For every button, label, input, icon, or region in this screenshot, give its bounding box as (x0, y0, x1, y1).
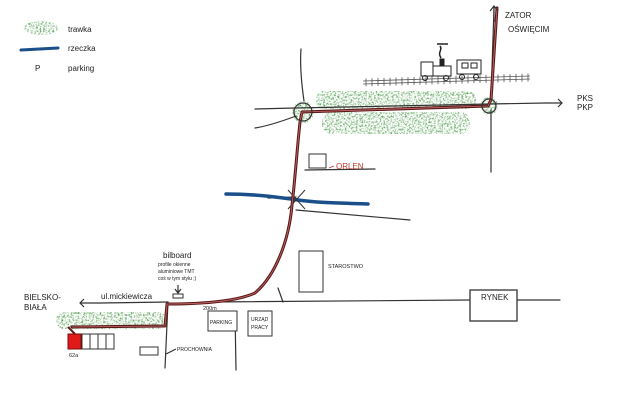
legend-grass-label: trawka (68, 25, 92, 34)
label-house-number: 62a (69, 353, 79, 359)
arrow-north-icon (489, 5, 499, 22)
wheel (473, 74, 479, 80)
road-mickiewicza (99, 301, 169, 304)
locomotive-boiler (432, 65, 452, 77)
roundabout-west (293, 102, 313, 122)
river (224, 192, 370, 206)
route-path (70, 6, 499, 329)
label-street: ul.mickiewicza (101, 292, 153, 301)
grass-strip-south (322, 112, 470, 134)
wagon-window (461, 62, 469, 69)
label-pks: PKS (577, 94, 593, 103)
starostwo-building (298, 250, 324, 293)
label-pracy: PRACY (251, 325, 269, 331)
locomotive-smoke (437, 43, 448, 59)
railway-line-2 (362, 78, 531, 85)
arrow-west-icon (79, 298, 100, 308)
arrow-billboard-icon (174, 285, 182, 294)
prochownia-box (139, 346, 159, 356)
road-parking-link (277, 287, 284, 303)
legend: trawka rzeczka P parking (19, 21, 96, 73)
grass-strip-north (316, 91, 476, 109)
house-b (89, 333, 99, 350)
arrow-east-icon (545, 98, 563, 108)
legend-river-label: rzeczka (68, 44, 96, 53)
road-main-east-west (254, 102, 546, 110)
legend-grass-swatch (24, 21, 58, 35)
label-orlen: ORLEN (336, 162, 364, 171)
road-to-rynek (209, 299, 471, 303)
label-urzad: URZĄD (251, 317, 269, 323)
legend-parking-label: parking (68, 64, 94, 73)
route-path-highlight (71, 7, 498, 328)
label-billboard-note-1: profile okienne (158, 262, 191, 268)
target-house-62a (67, 333, 82, 350)
wheel (459, 74, 465, 80)
locomotive-chimney (439, 58, 445, 67)
buildings (81, 153, 518, 356)
arrow-prochownia-icon (165, 348, 177, 355)
grass-strip-west (56, 312, 166, 329)
orlen-pointer (328, 165, 335, 169)
locomotive-cab (420, 61, 434, 77)
label-prochownia: PROCHOWNIA (177, 347, 213, 353)
wheel (422, 75, 428, 81)
labels: ZATOR OŚWIĘCIM PKS PKP ORLEN STAROSTWO R… (24, 11, 593, 359)
legend-river-swatch (19, 46, 60, 52)
label-biala: BIAŁA (24, 303, 47, 312)
road-west-branch (254, 115, 297, 129)
train (420, 43, 482, 81)
roundabout-east (481, 98, 497, 114)
wheel (443, 75, 449, 81)
legend-parking-symbol: P (35, 64, 40, 73)
label-billboard-note-2: aluminiowe TMT (158, 269, 195, 275)
house-c (97, 333, 107, 350)
parking-box (207, 310, 238, 332)
road-east-after-bridge (295, 209, 411, 221)
label-zator: ZATOR (505, 11, 532, 20)
rynek-box (469, 289, 518, 322)
label-distance: 200m (203, 306, 217, 312)
railway-line (362, 75, 531, 82)
urzad-pracy-box (247, 310, 273, 337)
label-billboard: bilboard (163, 251, 191, 260)
label-pkp: PKP (577, 103, 593, 112)
label-bielsko: BIELSKO- (24, 293, 61, 302)
wagon (456, 59, 482, 75)
road-orlen-link (304, 168, 376, 171)
label-oswiecim: OŚWIĘCIM (508, 25, 550, 34)
label-billboard-note-3: coś w tym stylu ;) (158, 276, 197, 282)
label-starostwo: STAROSTWO (328, 264, 364, 270)
wagon-window-2 (470, 62, 478, 69)
arrows (79, 5, 563, 355)
billboard-sign (172, 293, 184, 299)
railway (362, 75, 531, 85)
house-a (81, 333, 91, 350)
target-marker (67, 326, 76, 335)
road-north-branch (300, 48, 305, 102)
house-d (105, 333, 115, 350)
label-parking-box: PARKING (210, 320, 232, 326)
label-rynek: RYNEK (481, 293, 509, 302)
orlen-station (308, 153, 327, 169)
